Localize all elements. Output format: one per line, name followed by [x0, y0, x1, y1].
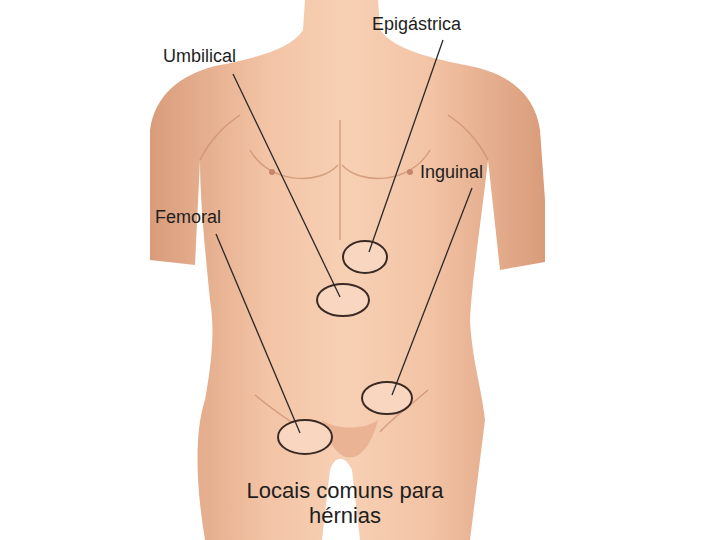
torso-silhouette — [150, 0, 545, 540]
epigastric-site — [343, 241, 387, 273]
site-label: Femoral — [155, 207, 221, 229]
leader-line — [369, 40, 443, 252]
site-label: Epigástrica — [372, 14, 461, 36]
nipple — [269, 169, 275, 175]
site-label: Umbilical — [163, 46, 236, 68]
hernia-sites — [278, 241, 412, 454]
leader-line — [392, 188, 472, 395]
umbilical-site — [317, 284, 369, 316]
femoral-site — [278, 420, 332, 454]
leader-lines — [216, 40, 472, 433]
leader-line — [233, 74, 340, 297]
body-shading — [200, 115, 488, 440]
site-label: Inguinal — [420, 162, 483, 184]
leader-line — [216, 234, 300, 433]
nipple — [407, 169, 413, 175]
inguinal-site — [362, 382, 412, 414]
figure-caption: Locais comuns para hérnias — [235, 478, 455, 529]
